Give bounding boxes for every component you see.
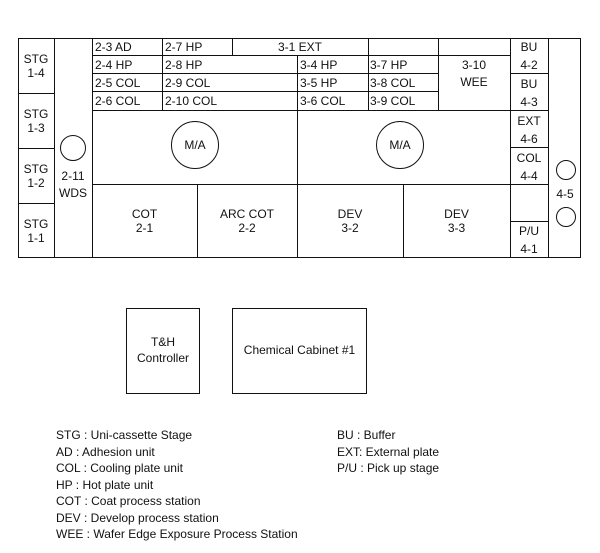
unit-3-5-hp: 3-5 HP	[300, 76, 338, 90]
unit-2-10-col: 2-10 COL	[165, 94, 218, 108]
legend-item: P/U : Pick up stage	[337, 461, 440, 475]
unit-3-6-col: 3-6 COL	[300, 94, 346, 108]
right-bu-4-3-number: 4-3	[520, 95, 538, 109]
th-controller-label-line2: Controller	[136, 351, 190, 365]
label-4-5: 4-5	[556, 187, 574, 201]
chemical-cabinet-label: Chemical Cabinet #1	[243, 343, 356, 357]
ma-label-left: M/A	[184, 138, 206, 152]
circle-4-5-top	[556, 160, 576, 180]
unit-3-1-ext: 3-1 EXT	[277, 40, 322, 54]
ma-circle-right	[376, 121, 424, 169]
unit-2-9-col: 2-9 COL	[165, 76, 211, 90]
right-ext-4-6-name: EXT	[517, 114, 541, 128]
legend-item: COT : Coat process station	[56, 494, 201, 508]
legend-item: DEV : Develop process station	[56, 510, 219, 525]
unit-3-9-col: 3-9 COL	[370, 94, 416, 108]
legend-item: COL : Cooling plate unit	[56, 461, 183, 475]
wds-circle	[60, 135, 86, 161]
circle-4-5-bottom	[556, 207, 576, 227]
station-arc-cot-number: 2-2	[238, 221, 256, 235]
right-col-4-4-number: 4-4	[520, 169, 538, 183]
unit-2-6-col: 2-6 COL	[95, 94, 141, 108]
wds-number: 2-11	[61, 169, 85, 183]
unit-3-7-hp: 3-7 HP	[370, 58, 408, 72]
legend-item: HP : Hot plate unit	[56, 477, 154, 492]
station-arc-cot-name: ARC COT	[220, 207, 274, 221]
right-pu-4-1-number: 4-1	[520, 242, 538, 256]
ma-circle-left	[171, 121, 219, 169]
right-col-4-4-name: COL	[516, 151, 542, 165]
right-bu-4-2-number: 4-2	[520, 58, 538, 72]
legend-left: STG : Uni-cassette Stage AD : Adhesion u…	[56, 427, 298, 543]
unit-3-4-hp: 3-4 HP	[300, 58, 338, 72]
station-dev-3-3-name: DEV	[444, 207, 469, 221]
unit-2-5-col: 2-5 COL	[95, 76, 141, 90]
legend-item: EXT: External plate	[337, 444, 440, 459]
unit-2-7-hp: 2-7 HP	[165, 40, 203, 54]
wds-label: WDS	[59, 186, 87, 200]
unit-2-3-ad: 2-3 AD	[95, 40, 132, 54]
th-controller-label-line1: T&H	[151, 335, 175, 349]
station-dev-3-3-number: 3-3	[447, 221, 466, 235]
legend-item: BU : Buffer	[337, 428, 396, 442]
chemical-cabinet-box: Chemical Cabinet #1	[232, 308, 367, 394]
unit-2-4-hp: 2-4 HP	[95, 58, 133, 72]
wee-number: 3-10	[461, 58, 487, 72]
right-ext-4-6-number: 4-6	[520, 132, 538, 146]
unit-3-8-col: 3-8 COL	[370, 76, 416, 90]
right-bu-4-2-name: BU	[520, 40, 538, 54]
station-dev-3-2-name: DEV	[337, 207, 363, 221]
th-controller-box: T&H Controller	[126, 308, 200, 394]
wee-label: WEE	[460, 75, 488, 89]
legend-item: AD : Adhesion unit	[56, 444, 155, 459]
legend-right: BU : Buffer EXT: External plate P/U : Pi…	[337, 427, 439, 477]
unit-2-8-hp: 2-8 HP	[165, 58, 203, 72]
station-cot-name: COT	[131, 207, 158, 221]
station-dev-3-2-number: 3-2	[341, 221, 359, 235]
ma-label-right: M/A	[389, 138, 411, 152]
legend-item: STG : Uni-cassette Stage	[56, 428, 193, 442]
right-bu-4-3-name: BU	[520, 77, 538, 91]
station-cot-number: 2-1	[135, 221, 154, 235]
legend-item: WEE : Wafer Edge Exposure Process Statio…	[56, 527, 298, 541]
right-pu-4-1-name: P/U	[518, 224, 539, 238]
